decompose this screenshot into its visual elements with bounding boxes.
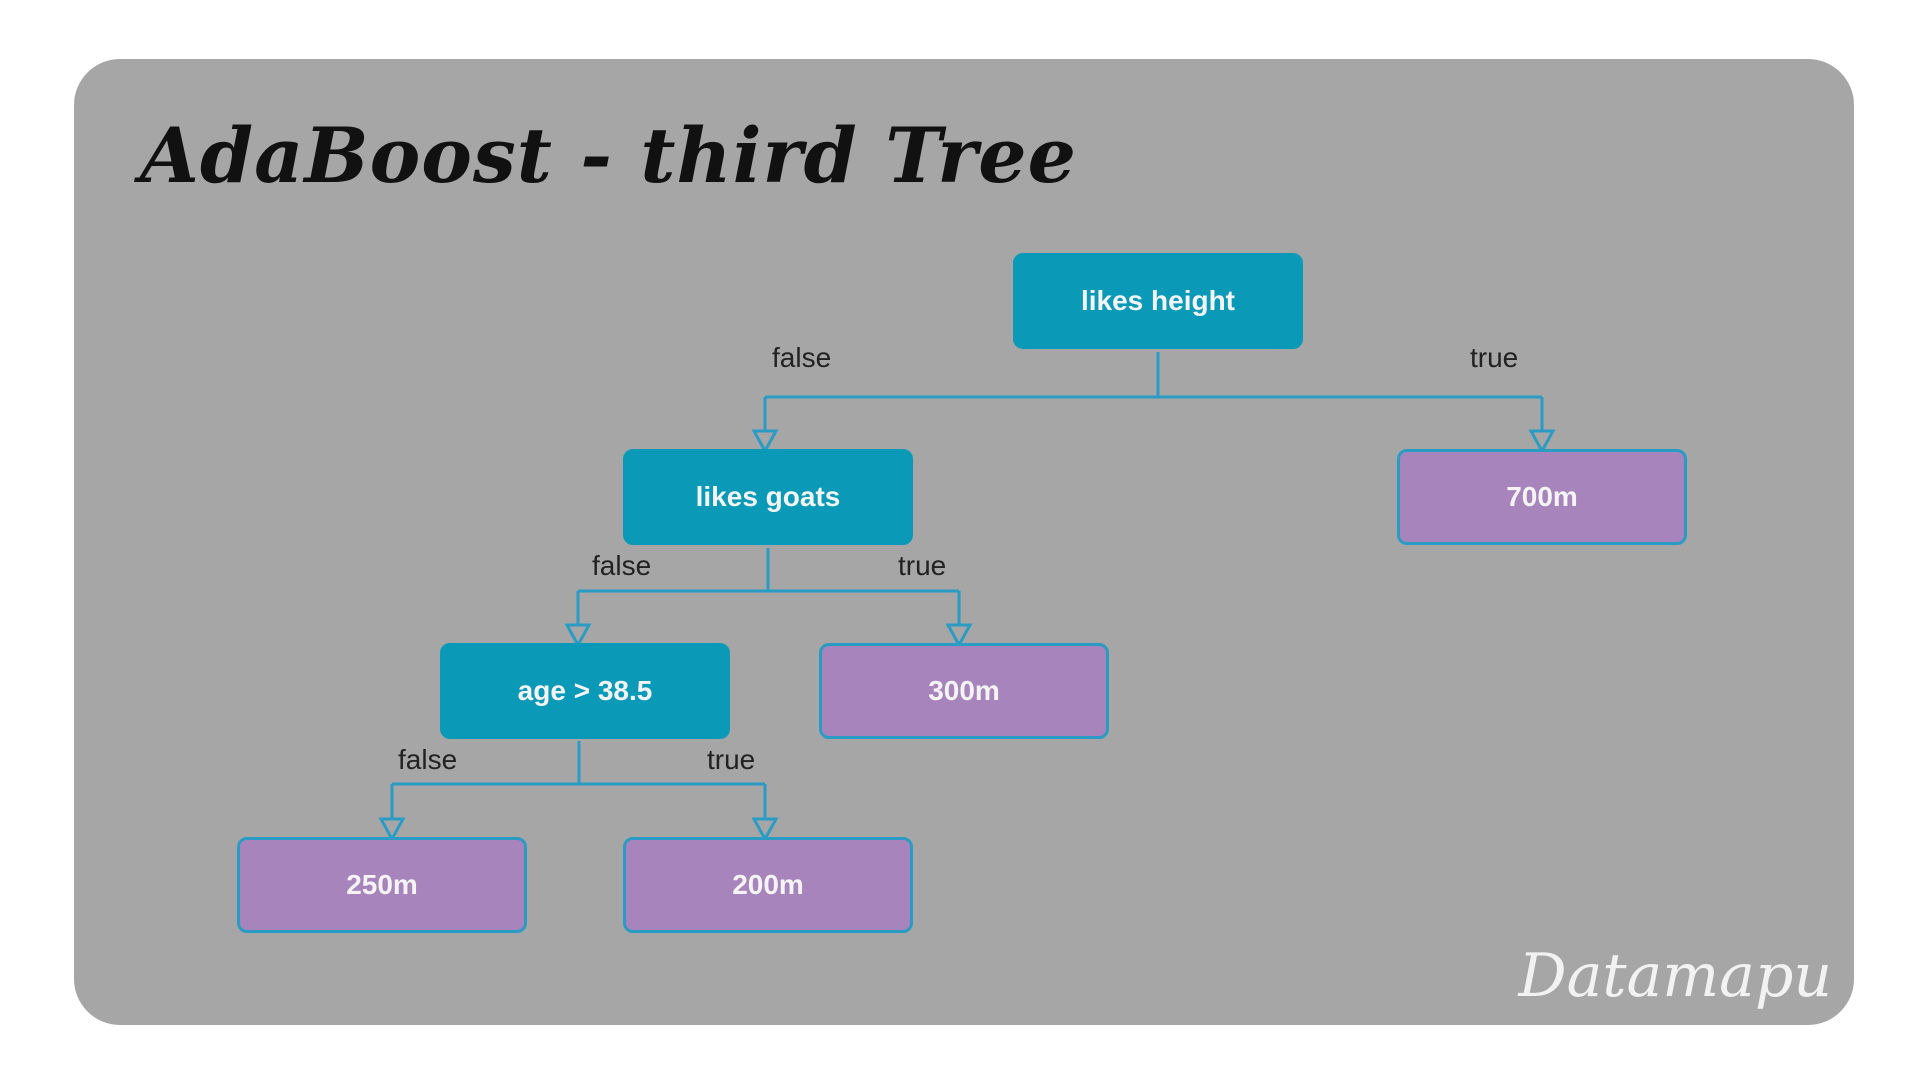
edge-label-root-false: false [772,342,832,373]
node-age: age > 38.5 [440,643,730,739]
leaf-250m: 250m [237,837,527,933]
diagram-title: AdaBoost - third Tree [140,111,1077,200]
arrow-to-300 [945,623,973,649]
node-likes-height: likes height [1013,253,1303,349]
arrow-to-700 [1528,429,1556,455]
edge-age [390,741,767,819]
arrow-to-200 [751,817,779,843]
edge-root [763,352,1544,431]
arrow-to-250 [378,817,406,843]
edge-label-goats-true: true [898,550,947,581]
tree-edges [378,352,1556,843]
leaf-200m: 200m [623,837,913,933]
leaf-700m: 700m [1397,449,1687,545]
edge-label-root-true: true [1470,342,1519,373]
datamapu-watermark: Datamapu [1518,941,1832,1011]
edge-label-age-true: true [707,744,756,775]
edge-goats [576,548,961,625]
node-likes-goats: likes goats [623,449,913,545]
arrow-to-goats [751,429,779,455]
diagram-card: AdaBoost - third Tree false true false t… [74,59,1854,1025]
edge-label-goats-false: false [592,550,652,581]
arrow-to-age [564,623,592,649]
leaf-300m: 300m [819,643,1109,739]
edge-label-age-false: false [398,744,458,775]
